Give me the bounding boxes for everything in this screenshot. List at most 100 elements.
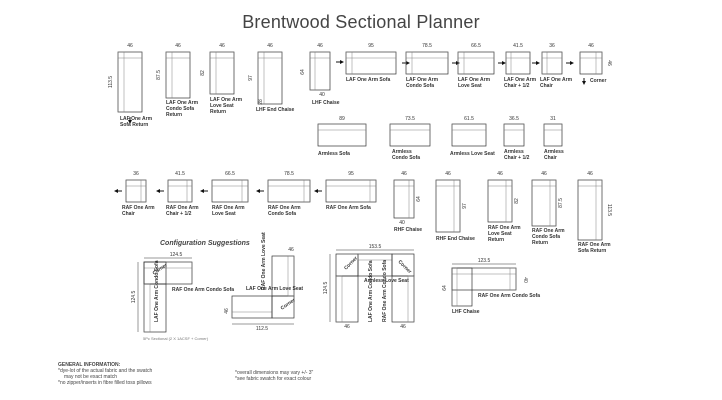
svg-text:LHF Chaise: LHF Chaise <box>452 309 480 315</box>
piece-laf-one-arm-love-seat-return: 46 82 LAF One Arm Love Seat Return <box>200 43 243 115</box>
general-info-line: *no zipper/inserts in fibre filled toss … <box>58 380 152 386</box>
svg-text:46: 46 <box>497 171 503 177</box>
piece-label: Return <box>210 109 226 115</box>
piece-label: Armless Love Seat <box>450 151 495 157</box>
svg-text:LAF One Arm Condo Sofa: LAF One Arm Condo Sofa <box>368 260 374 322</box>
piece-label: Chair + 1/2 <box>504 83 530 89</box>
svg-text:89: 89 <box>339 116 345 122</box>
svg-text:113.5: 113.5 <box>606 204 612 216</box>
general-info-heading: GENERAL INFORMATION: <box>58 362 121 368</box>
piece-raf-one-arm-condo-sofa-return: 46 87.5 RAF One Arm Condo Sofa Return <box>531 171 565 246</box>
piece-label: LAF One Arm <box>504 77 537 83</box>
svg-text:97: 97 <box>462 203 468 209</box>
svg-text:36: 36 <box>549 43 555 49</box>
piece-label: Love Seat <box>210 103 234 109</box>
piece-label: Chair + 1/2 <box>504 155 530 161</box>
svg-text:78.5: 78.5 <box>422 43 432 49</box>
piece-raf-one-arm-love-seat-return: 46 82 RAF One Arm Love Seat Return <box>487 171 521 243</box>
piece-label: RAF One Arm <box>212 205 245 211</box>
piece-raf-one-arm-sofa: 95 RAF One Arm Sofa <box>314 171 377 211</box>
dim-height: 113.5 <box>108 76 114 88</box>
piece-label: Condo Sofa <box>268 211 296 217</box>
piece-label: Sofa Return <box>578 248 606 254</box>
piece-label: Condo Sofa <box>166 106 194 112</box>
svg-text:28: 28 <box>258 99 264 105</box>
piece-armless-chair-1-2: 36.5 Armless Chair + 1/2 <box>503 116 530 161</box>
general-info: GENERAL INFORMATION: *dye-lot of the act… <box>58 362 152 386</box>
piece-armless-love-seat: 61.5 Armless Love Seat <box>450 116 495 157</box>
svg-text:Armless Love Seat: Armless Love Seat <box>364 278 409 284</box>
config-caption: 5Pc Sectional (2 X 1ACSF + Corner) <box>143 336 209 341</box>
svg-text:64: 64 <box>442 285 448 291</box>
svg-text:124.5: 124.5 <box>131 291 137 304</box>
piece-label: RAF One Arm <box>488 225 521 231</box>
config-3: 153.5 124.5 46 46 Corner Corner Armless … <box>323 244 415 330</box>
piece-laf-one-arm-chair: 36 LAF One Arm Chair <box>540 43 574 89</box>
svg-text:46: 46 <box>344 324 350 330</box>
piece-laf-one-arm-chair-1-2: 41.5 LAF One Arm Chair + 1/2 <box>504 43 540 89</box>
svg-text:36.5: 36.5 <box>509 116 519 122</box>
piece-raf-one-arm-love-seat: 66.5 RAF One Arm Love Seat <box>200 171 249 217</box>
piece-label: RAF One Arm <box>532 228 565 234</box>
svg-text:Corner: Corner <box>343 256 359 272</box>
piece-label: RHF End Chaise <box>436 236 475 242</box>
config-2: 112.5 46 46 Corner LAF One Arm Love Seat… <box>224 232 303 332</box>
piece-label: Chair <box>122 211 135 217</box>
svg-text:153.5: 153.5 <box>369 244 382 250</box>
svg-text:66.5: 66.5 <box>471 43 481 49</box>
svg-text:124.5: 124.5 <box>170 252 183 258</box>
svg-text:31: 31 <box>550 116 556 122</box>
piece-label: LAF One Arm <box>540 77 573 83</box>
svg-text:97: 97 <box>248 75 254 81</box>
piece-label: Sofa Return <box>120 122 148 128</box>
svg-text:46: 46 <box>606 60 612 66</box>
piece-armless-chair: 31 Armless Chair <box>543 116 564 161</box>
svg-text:40: 40 <box>319 92 325 98</box>
svg-text:41.5: 41.5 <box>513 43 523 49</box>
config-title: Configuration Suggestions <box>160 240 250 247</box>
svg-text:46: 46 <box>175 43 181 49</box>
svg-text:36: 36 <box>133 171 139 177</box>
svg-text:46: 46 <box>400 324 406 330</box>
svg-text:46: 46 <box>401 171 407 177</box>
svg-text:RAF One Arm Condo Sofa: RAF One Arm Condo Sofa <box>172 287 234 293</box>
svg-text:46: 46 <box>288 247 294 253</box>
piece-label: Condo Sofa <box>392 155 420 161</box>
svg-text:95: 95 <box>368 43 374 49</box>
svg-text:82: 82 <box>514 198 520 204</box>
piece-label: Return <box>166 112 182 118</box>
piece-lhf-chaise: 46 64 40 LHF Chaise <box>300 43 344 106</box>
piece-label: Armless Sofa <box>318 151 350 157</box>
svg-text:RAF One Arm Love Seat: RAF One Arm Love Seat <box>261 232 267 290</box>
svg-text:46: 46 <box>224 308 230 314</box>
svg-text:RAF One Arm Condo Sofa: RAF One Arm Condo Sofa <box>478 293 540 299</box>
svg-text:123.5: 123.5 <box>478 258 491 264</box>
svg-text:46: 46 <box>588 43 594 49</box>
general-info-line: *see fabric swatch for exact colour <box>235 376 312 382</box>
svg-text:46: 46 <box>587 171 593 177</box>
svg-text:46: 46 <box>541 171 547 177</box>
svg-text:87.5: 87.5 <box>558 198 564 208</box>
piece-label: Return <box>532 240 548 246</box>
svg-text:82: 82 <box>200 70 206 76</box>
svg-text:95: 95 <box>348 171 354 177</box>
svg-text:40: 40 <box>522 277 528 283</box>
piece-label: LAF One Arm <box>120 116 153 122</box>
svg-text:64: 64 <box>416 196 422 202</box>
piece-raf-one-arm-chair-1-2: 41.5 RAF One Arm Chair + 1/2 <box>156 171 199 217</box>
svg-text:40: 40 <box>399 220 405 226</box>
piece-label: RHF Chaise <box>394 227 422 233</box>
piece-raf-one-arm-chair: 36 RAF One Arm Chair <box>114 171 155 217</box>
piece-label: Love Seat <box>212 211 236 217</box>
svg-text:46: 46 <box>317 43 323 49</box>
piece-label: LAF One Arm <box>210 97 243 103</box>
piece-armless-sofa: 89 Armless Sofa <box>317 116 367 157</box>
piece-label: RAF One Arm <box>166 205 199 211</box>
piece-label: Love Seat <box>488 231 512 237</box>
svg-text:73.5: 73.5 <box>405 116 415 122</box>
svg-text:46: 46 <box>267 43 273 49</box>
piece-raf-one-arm-condo-sofa: 78.5 RAF One Arm Condo Sofa <box>256 171 311 217</box>
svg-text:LAF One Arm Love Seat: LAF One Arm Love Seat <box>246 286 303 292</box>
piece-laf-one-arm-condo-sofa: 78.5 LAF One Arm Condo Sofa <box>405 43 460 89</box>
piece-label: LHF Chaise <box>312 100 340 106</box>
